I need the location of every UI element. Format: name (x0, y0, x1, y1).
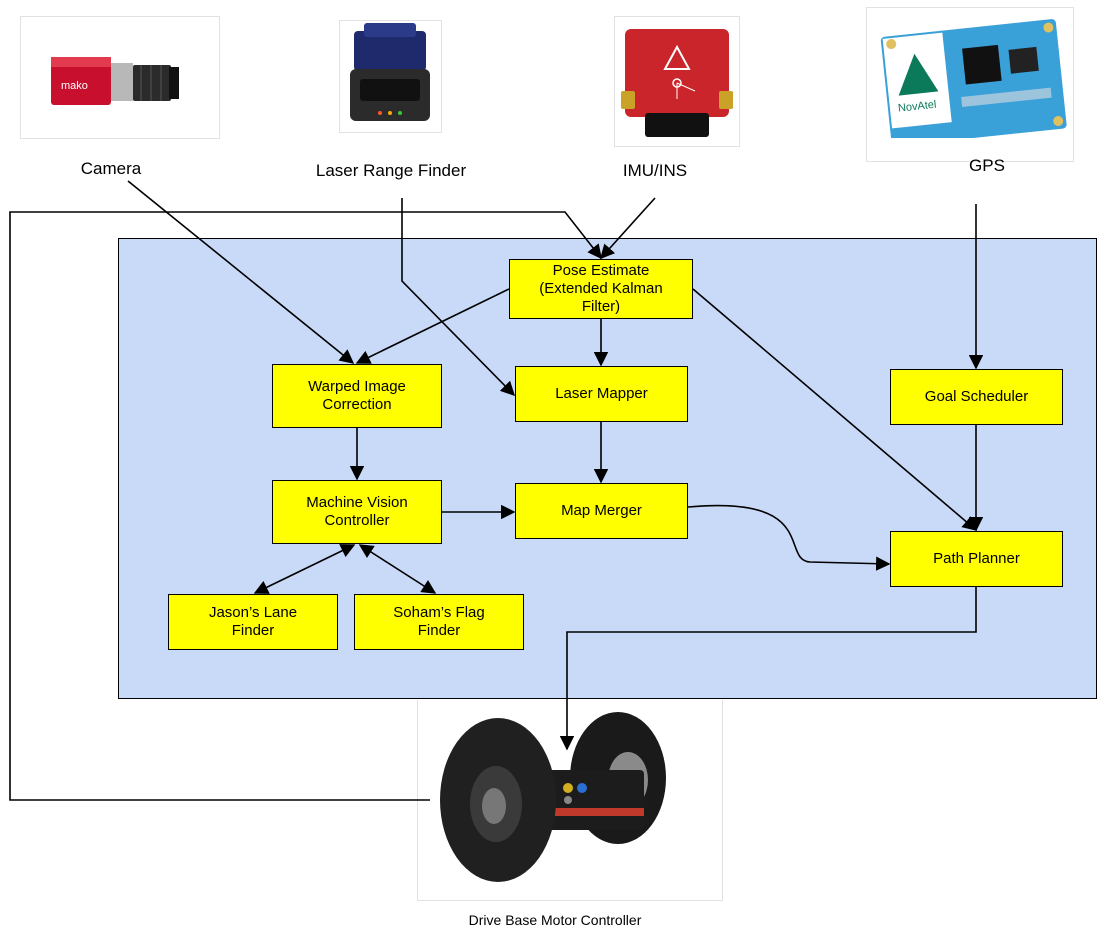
laser-mapper-node: Laser Mapper (515, 366, 688, 422)
machine-vision-controller-node: Machine Vision Controller (272, 480, 442, 544)
camera-icon: mako (51, 57, 179, 105)
path-planner-node: Path Planner (890, 531, 1063, 587)
gps-label: GPS (969, 156, 1005, 175)
laser-photo (339, 20, 442, 133)
goal-scheduler-node: Goal Scheduler (890, 369, 1063, 425)
svg-text:mako: mako (61, 80, 88, 92)
camera-label: Camera (80, 159, 142, 178)
gps-board-icon: NovAtel (880, 19, 1067, 147)
jasons-lane-finder-node: Jason’s Lane Finder (168, 594, 338, 650)
gps-photo: NovAtel (866, 7, 1074, 162)
imu-photo (614, 16, 740, 147)
drive-base-photo (417, 700, 723, 901)
robot-drive-base-icon (440, 712, 666, 882)
laser-scanner-icon (350, 23, 430, 121)
sohams-flag-finder-node: Soham’s Flag Finder (354, 594, 524, 650)
pose-estimate-node: Pose Estimate (Extended Kalman Filter) (509, 259, 693, 319)
imu-icon (621, 29, 733, 137)
laser-label: Laser Range Finder (315, 161, 467, 180)
camera-photo: mako (20, 16, 220, 139)
svg-text:NovAtel: NovAtel (897, 99, 937, 115)
imu-label: IMU/INS (622, 161, 688, 180)
warped-image-correction-node: Warped Image Correction (272, 364, 442, 428)
drive-base-label: Drive Base Motor Controller (468, 912, 642, 928)
map-merger-node: Map Merger (515, 483, 688, 539)
